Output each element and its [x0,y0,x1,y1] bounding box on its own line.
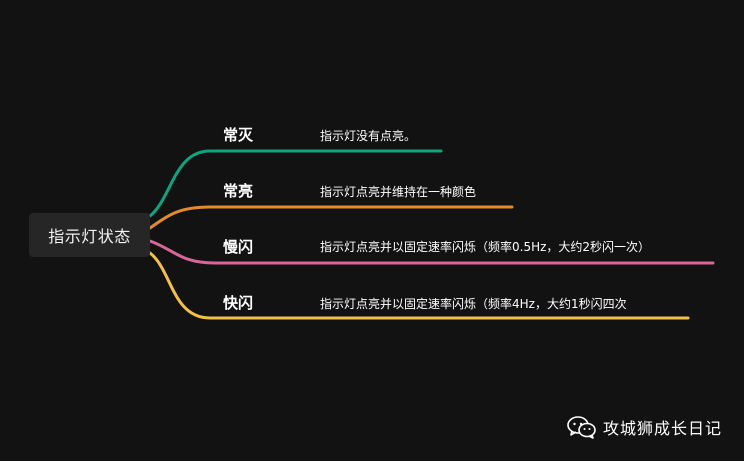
branch-desc-1: 指示灯点亮并维持在一种颜色 [320,185,477,199]
branch-desc-0: 指示灯没有点亮。 [320,129,417,143]
branch-link-2 [148,239,715,265]
wechat-icon [567,415,597,439]
watermark: 攻城狮成长日记 [567,415,722,439]
branch-link-3 [148,251,690,320]
branch-desc-2: 指示灯点亮并以固定速率闪烁（频率0.5Hz，大约2秒闪一次） [320,240,651,254]
root-node[interactable]: 指示灯状态 [29,213,150,257]
root-label: 指示灯状态 [48,227,131,246]
branch-title-1[interactable]: 常亮 [223,182,254,200]
watermark-text: 攻城狮成长日记 [602,419,722,438]
branch-title-2[interactable]: 慢闪 [223,238,254,256]
branch-link-0 [148,149,443,218]
branch-desc-3: 指示灯点亮并以固定速率闪烁（频率4Hz，大约1秒闪四次 [320,297,627,311]
branch-link-1 [148,205,514,230]
branch-title-3[interactable]: 快闪 [223,294,254,312]
branch-title-0[interactable]: 常灭 [223,126,254,144]
